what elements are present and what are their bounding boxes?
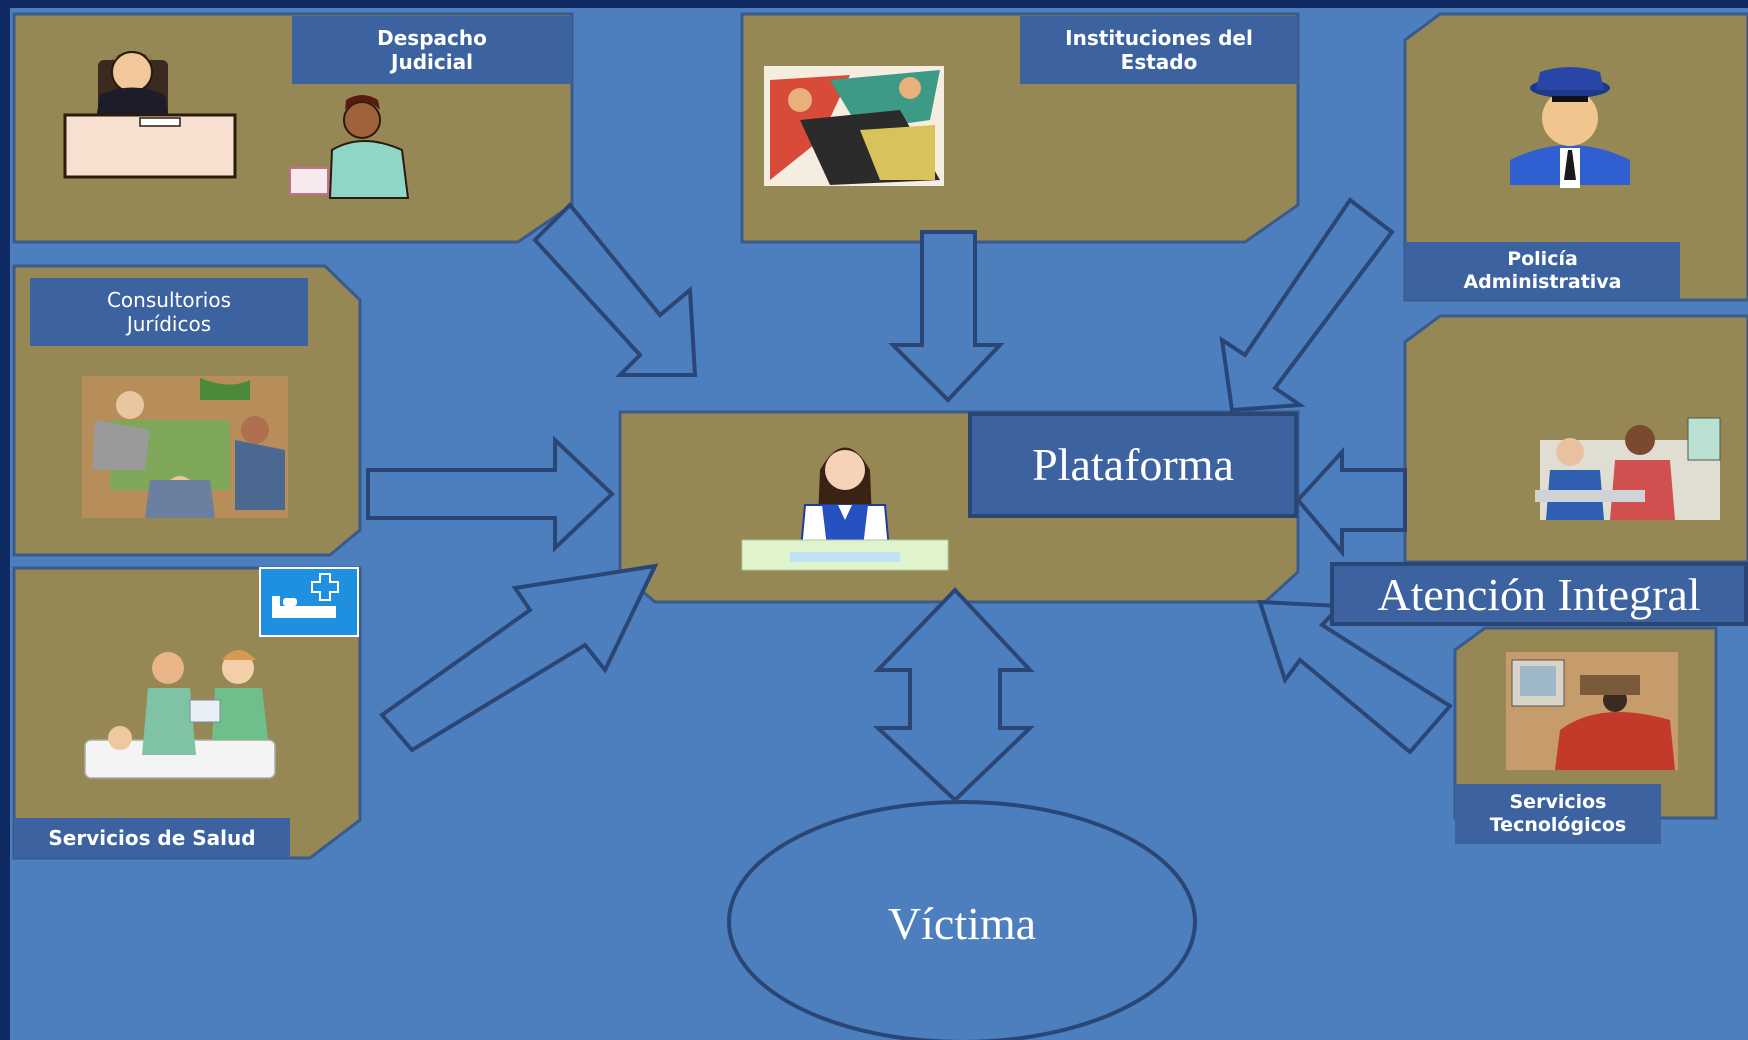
arrow-plataforma-victima-bidirectional	[872, 587, 1035, 803]
consultation-meeting-icon	[82, 376, 288, 518]
judge-at-desk-icon	[63, 51, 237, 179]
computer-workstation-icon	[1506, 652, 1678, 770]
label-consultorios-juridicos: Consultorios Jurídicos	[30, 278, 308, 346]
arrow-salud-to-plataforma	[379, 563, 659, 753]
arrow-tecnologicos-to-plataforma	[1257, 599, 1454, 755]
label-despacho-judicial: Despacho Judicial	[292, 16, 572, 84]
receptionist-icon	[741, 447, 949, 571]
doctor-nurse-patient-icon	[84, 650, 276, 779]
victima-ellipse	[727, 800, 1197, 1040]
label-atencion-integral: Atención Integral	[1330, 562, 1748, 626]
label-plataforma: Plataforma	[968, 412, 1298, 518]
label-instituciones-estado: Instituciones del Estado	[1020, 16, 1298, 84]
arrow-despacho-to-plataforma	[532, 202, 698, 377]
police-officer-icon	[1510, 67, 1630, 188]
meeting-people-icon	[764, 66, 944, 186]
arrow-instituciones-to-plataforma	[888, 230, 1005, 403]
arrow-consultorios-to-plataforma	[366, 435, 615, 553]
arrow-policia-to-plataforma	[1219, 197, 1395, 413]
label-servicios-salud: Servicios de Salud	[14, 818, 290, 858]
woman-crying-icon	[289, 95, 410, 199]
desk-meeting-icon	[1535, 417, 1721, 520]
arrow-atencion-to-plataforma	[1295, 446, 1407, 558]
label-victima: Víctima	[887, 897, 1037, 949]
label-policia-administrativa: Policía Administrativa	[1405, 242, 1680, 300]
label-servicios-tecnologicos: Servicios Tecnológicos	[1455, 784, 1661, 844]
hospital-bed-icon	[259, 567, 359, 637]
